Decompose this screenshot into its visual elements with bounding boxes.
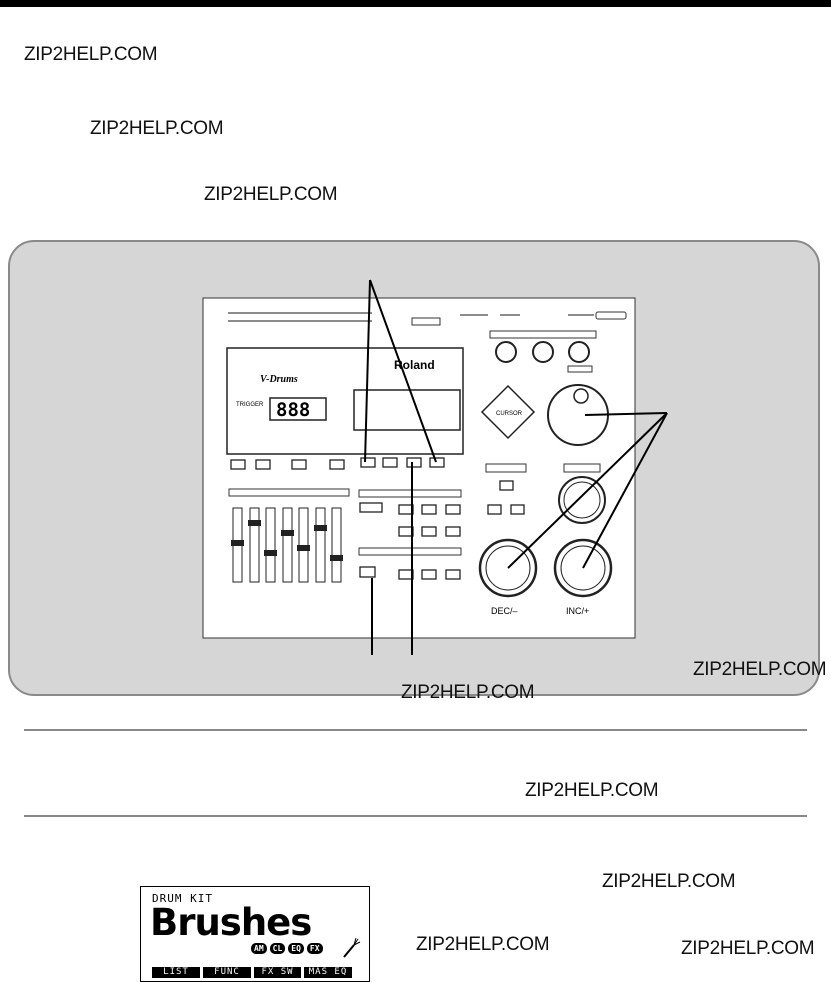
- small-button: [487, 504, 502, 515]
- vdrums-logo: V-Drums: [260, 374, 298, 385]
- volume-label-frame: [489, 330, 597, 339]
- divider-rule: [24, 729, 807, 731]
- edit-buttons: [359, 502, 461, 580]
- badge-cl: CL: [269, 943, 286, 954]
- inc-label: INC/+: [566, 606, 589, 616]
- label-box: [595, 311, 627, 320]
- watermark: ZIP2HELP.COM: [693, 659, 827, 680]
- watermark: ZIP2HELP.COM: [24, 44, 158, 65]
- lcd-func-list: LIST: [152, 967, 200, 978]
- function-buttons: [230, 457, 445, 470]
- preview-pad-inner: [563, 481, 601, 519]
- watermark: ZIP2HELP.COM: [90, 118, 224, 139]
- segment-digits: 888: [276, 399, 310, 421]
- callout-lines: [364, 279, 668, 655]
- top-rule: [0, 0, 831, 7]
- small-button: [510, 504, 525, 515]
- faders: [231, 507, 343, 583]
- badge-eq: EQ: [288, 943, 304, 954]
- lcd-badges: AM CL EQ FX: [251, 943, 323, 954]
- brush-icon: [343, 937, 361, 958]
- knob-3: [568, 341, 590, 363]
- watermark: ZIP2HELP.COM: [525, 780, 659, 801]
- label-box: [411, 317, 441, 326]
- knob-1: [495, 341, 517, 363]
- lcd-func-func: FUNC: [203, 967, 251, 978]
- watermark: ZIP2HELP.COM: [681, 938, 815, 959]
- fader-label-frame: [228, 488, 350, 497]
- knob-2: [532, 341, 554, 363]
- lcd-mode-label: DRUM KIT: [152, 892, 213, 905]
- lcd-kit-name: Brushes: [150, 901, 312, 944]
- lcd-function-bar: LIST FUNC FX SW MAS EQ: [152, 967, 352, 978]
- divider-rule: [24, 815, 807, 817]
- lcd-window: [353, 389, 461, 431]
- cursor-pad: [480, 384, 536, 440]
- lcd-func-mas-eq: MAS EQ: [304, 967, 352, 978]
- section-label-frame: [358, 547, 462, 556]
- preview-frame: [563, 463, 601, 473]
- preview-pad: [558, 476, 606, 524]
- lcd-screen-figure: DRUM KIT Brushes AM CL EQ FX LIST FUNC F…: [140, 886, 370, 982]
- watermark: ZIP2HELP.COM: [602, 871, 736, 892]
- watermark: ZIP2HELP.COM: [401, 682, 535, 703]
- value-dial-dimple: [573, 388, 589, 404]
- inc-button-inner: [560, 545, 606, 591]
- knob-label-box: [567, 365, 593, 373]
- trig-select-button: [499, 480, 514, 491]
- cursor-label: CURSOR: [496, 411, 523, 417]
- trig-select-frame: [485, 463, 527, 473]
- badge-am: AM: [251, 943, 267, 954]
- top-label-strips: [228, 312, 594, 322]
- brand-logo: Roland: [394, 358, 435, 372]
- watermark: ZIP2HELP.COM: [416, 934, 550, 955]
- dec-label: DEC/–: [491, 606, 518, 616]
- trigger-label: TRIGGER: [236, 402, 264, 408]
- seven-segment-display: [269, 397, 327, 421]
- lcd-func-fx-sw: FX SW: [254, 967, 301, 978]
- section-label-frame: [358, 489, 462, 498]
- watermark: ZIP2HELP.COM: [204, 184, 338, 205]
- dec-button-inner: [485, 545, 531, 591]
- badge-fx: FX: [306, 943, 323, 954]
